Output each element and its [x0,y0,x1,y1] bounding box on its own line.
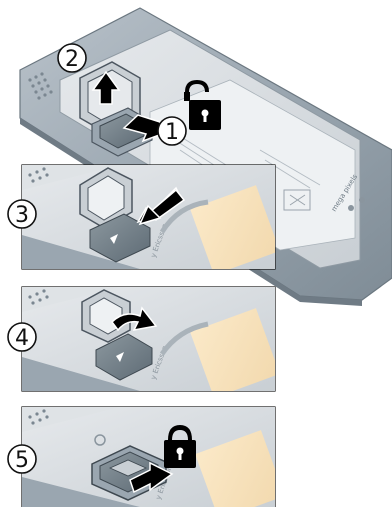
svg-text:1: 1 [165,120,179,145]
svg-text:5: 5 [15,448,29,473]
step-badge-3: 3 [8,200,36,228]
step-panel-3: y Ericsson [22,165,280,275]
step-badge-2: 2 [58,44,86,72]
step-badge-5: 5 [8,445,36,473]
step-badge-1: 1 [158,117,186,145]
svg-text:2: 2 [65,47,79,72]
step-panel-5: y Ericsson [22,407,285,507]
step-panel-4: y Ericsson [22,287,280,398]
step-badge-4: 4 [8,323,36,351]
svg-text:3: 3 [15,203,29,228]
svg-text:4: 4 [15,326,29,351]
